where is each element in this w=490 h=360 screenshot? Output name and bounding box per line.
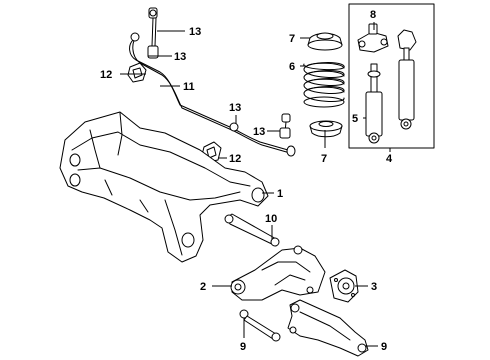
callout-3: 3: [371, 281, 377, 293]
bar-bushing-upper: [127, 62, 147, 83]
callout-7-lower: 7: [321, 153, 327, 165]
callout-5: 5: [352, 113, 358, 125]
lower-link-left: [239, 309, 281, 342]
callout-12-lower: 12: [229, 153, 241, 165]
hub-bearing: [329, 269, 359, 303]
subframe-crossmember: [59, 111, 269, 263]
callout-12-left: 12: [100, 69, 112, 81]
lower-spring-seat: [309, 120, 343, 138]
shock-absorber-box: [348, 3, 435, 149]
lower-control-arm: [287, 299, 369, 357]
stabilizer-link-upper: [147, 7, 159, 59]
callout-13-link: 13: [174, 51, 186, 63]
upper-spring-seat: [307, 32, 343, 51]
upper-control-arm: [224, 213, 280, 247]
callout-7-upper: 7: [289, 33, 295, 45]
shock-upper-mount: [357, 23, 389, 53]
callout-9-left: 9: [240, 341, 246, 353]
callout-11: 11: [183, 81, 195, 93]
callout-13-right: 13: [253, 126, 265, 138]
callout-9-right: 9: [381, 341, 387, 353]
callout-labels: 13 13 12 11 13 13 12 1 10 2 3 9 9 7 6 7 …: [100, 9, 393, 353]
rear-knuckle: [230, 245, 326, 301]
shock-absorber-rear: [397, 29, 417, 130]
stabilizer-link-lower: [229, 113, 291, 139]
stabilizer-bar: [129, 32, 296, 157]
callout-2: 2: [200, 281, 206, 293]
callout-4: 4: [386, 153, 393, 165]
callout-10: 10: [265, 213, 277, 225]
callout-6: 6: [289, 61, 295, 73]
callout-1: 1: [277, 188, 283, 200]
coil-spring: [303, 62, 345, 108]
leader-lines: [120, 22, 391, 347]
callout-8: 8: [370, 9, 376, 21]
callout-13-top: 13: [189, 26, 201, 38]
callout-13-mid: 13: [229, 102, 241, 114]
shock-absorber-front: [365, 63, 383, 144]
